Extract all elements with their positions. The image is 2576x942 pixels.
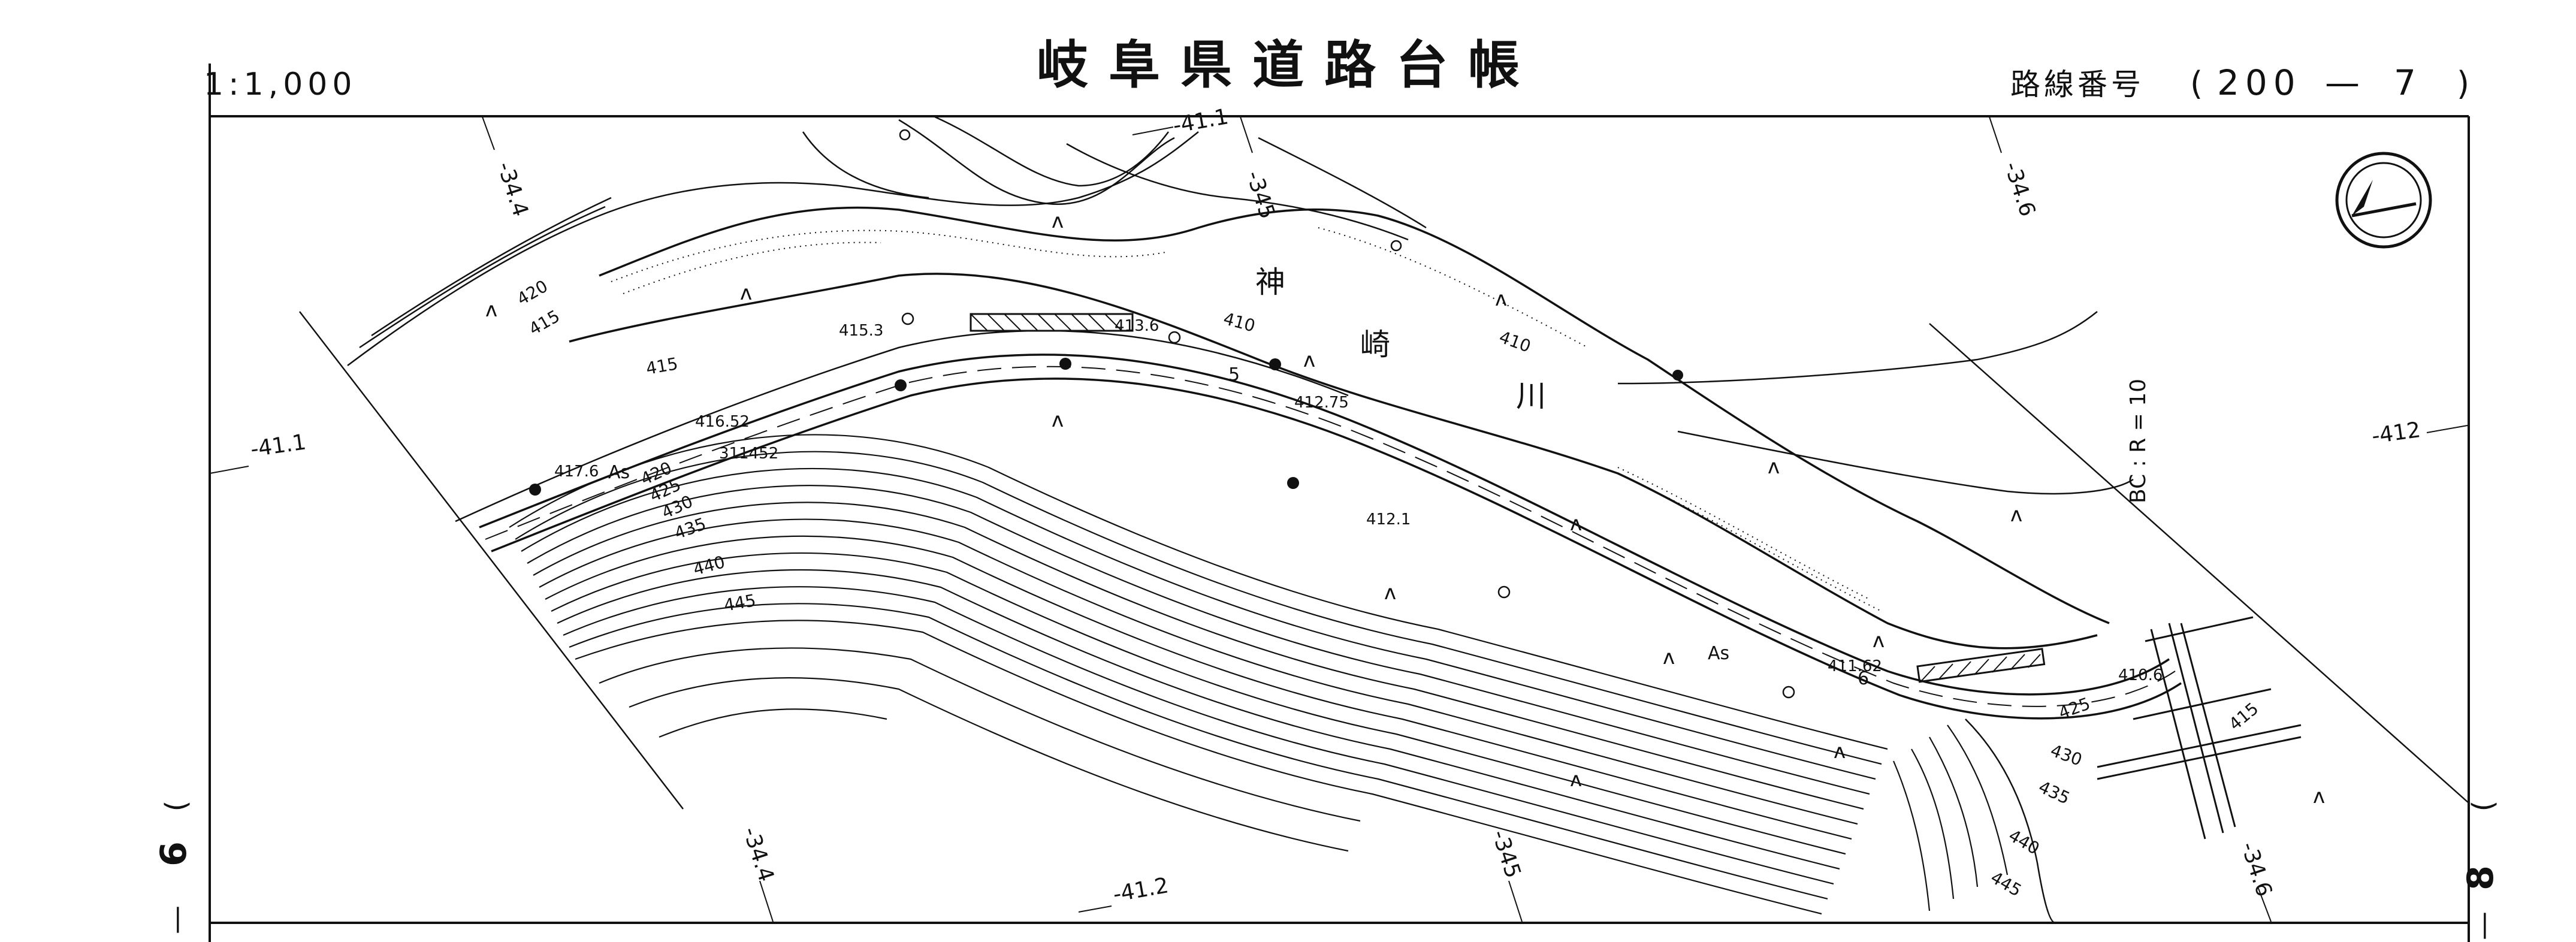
- page-title: 岐阜県道路台帳: [1037, 35, 1540, 95]
- vegetation-symbol: ʌ: [485, 298, 497, 322]
- river-char-3: 川: [1516, 379, 1546, 413]
- svg-text:435: 435: [2036, 777, 2073, 808]
- svg-text:415: 415: [2225, 699, 2262, 735]
- scale-label: 1:1,000: [204, 67, 357, 102]
- mountain-contours: [509, 434, 2056, 924]
- svg-text:5: 5: [1228, 364, 1240, 385]
- upper-contours: [347, 116, 2134, 495]
- svg-text:445: 445: [722, 590, 757, 615]
- vegetation-symbol: ʌ: [1834, 739, 1846, 763]
- svg-text:6: 6: [1858, 668, 1869, 689]
- river-name: 神 崎 川: [1255, 265, 1546, 413]
- svg-text:-41.1: -41.1: [1171, 104, 1230, 138]
- vegetation-symbol: ʌ: [1570, 768, 1582, 792]
- svg-text:-34.4: -34.4: [738, 824, 778, 884]
- svg-text:415.3: 415.3: [839, 322, 883, 340]
- route-sheet-number: 7: [2394, 62, 2416, 103]
- vegetation-symbol: ʌ: [1495, 287, 1507, 311]
- vegetation-symbol: ʌ: [1663, 645, 1675, 669]
- svg-text:-345: -345: [1487, 827, 1525, 881]
- right-sheet-mark: ( 8 —: [2460, 801, 2502, 940]
- vegetation-symbol: ʌ: [1052, 408, 1064, 432]
- vegetation-symbols: ʌ ʌ ʌ ʌ ʌ ʌ ʌ ʌ ʌ ʌ ʌ ʌ ʌ ʌ ʌ: [485, 209, 2325, 808]
- route-number: 200: [2217, 62, 2302, 103]
- svg-text:(: (: [2466, 801, 2500, 812]
- route-close-paren: ): [2457, 65, 2469, 102]
- point-markers: [529, 129, 1795, 699]
- svg-text:-34.4: -34.4: [492, 159, 533, 219]
- right-sheet-number: 8: [2460, 865, 2502, 890]
- svg-text:415: 415: [526, 306, 563, 339]
- svg-text:413.6: 413.6: [1115, 317, 1159, 335]
- svg-text:415: 415: [644, 354, 679, 379]
- road-structures: [970, 313, 2046, 683]
- route-label: 路線番号: [2010, 67, 2145, 102]
- svg-text:-34.6: -34.6: [2236, 839, 2276, 899]
- svg-text:410.6: 410.6: [2118, 666, 2163, 684]
- svg-text:411.62: 411.62: [1828, 657, 1882, 675]
- svg-text:-412: -412: [2370, 418, 2423, 449]
- svg-text:(: (: [159, 801, 193, 812]
- grid-labels: -34.4 -41.1 -345 -34.6 -41.1 -412 -34.4 …: [209, 104, 2468, 922]
- vegetation-symbol: ʌ: [2010, 503, 2022, 527]
- road: [455, 330, 2182, 720]
- svg-text:412.1: 412.1: [1366, 511, 1411, 529]
- svg-text:430: 430: [2048, 741, 2085, 770]
- north-arrow-icon: [2335, 152, 2432, 249]
- svg-text:416.52: 416.52: [695, 413, 750, 431]
- map-frame: [209, 64, 2470, 942]
- vegetation-symbol: ʌ: [1052, 209, 1064, 233]
- left-sheet-mark: ( 6 —: [153, 801, 195, 934]
- curve-note: BC : R = 10: [2126, 379, 2151, 503]
- svg-text:410: 410: [1221, 309, 1257, 336]
- svg-text:425: 425: [2056, 693, 2093, 723]
- vegetation-symbol: ʌ: [740, 281, 752, 305]
- left-sheet-number: 6: [153, 841, 195, 866]
- svg-text:440: 440: [2006, 825, 2043, 858]
- svg-text:417.6: 417.6: [554, 463, 599, 481]
- river-banks: [569, 206, 2110, 650]
- svg-text:As: As: [608, 462, 630, 483]
- vegetation-symbol: ʌ: [1384, 581, 1396, 605]
- vegetation-symbol: ʌ: [1768, 455, 1780, 479]
- svg-text:-34.6: -34.6: [1999, 159, 2040, 219]
- spot-heights: 415.3 413.6 412.75 416.52 311452 417.6 4…: [554, 317, 2163, 684]
- route-dash: —: [2325, 62, 2360, 103]
- vegetation-symbol: ʌ: [1873, 629, 1885, 653]
- svg-text:As: As: [1708, 643, 1729, 664]
- svg-text:-41.2: -41.2: [1111, 873, 1170, 907]
- road-marks: As As 5 6: [608, 364, 1869, 689]
- river-char-1: 神: [1255, 265, 1285, 300]
- svg-text:311452: 311452: [719, 445, 778, 463]
- svg-text:410: 410: [1497, 327, 1534, 357]
- vegetation-symbol: ʌ: [1570, 512, 1582, 536]
- sand-bars: [611, 227, 1882, 612]
- svg-text:—: —: [2466, 911, 2500, 940]
- route-open-paren: (: [2190, 65, 2203, 102]
- svg-text:-41.1: -41.1: [249, 430, 308, 462]
- bridge: [2097, 616, 2302, 840]
- svg-text:412.75: 412.75: [1294, 394, 1349, 412]
- river-char-2: 崎: [1360, 327, 1390, 362]
- vegetation-symbol: ʌ: [1303, 348, 1315, 372]
- vegetation-symbol: ʌ: [2313, 784, 2325, 808]
- svg-text:445: 445: [1988, 867, 2025, 900]
- svg-text:—: —: [159, 905, 193, 934]
- svg-text:420: 420: [514, 276, 551, 309]
